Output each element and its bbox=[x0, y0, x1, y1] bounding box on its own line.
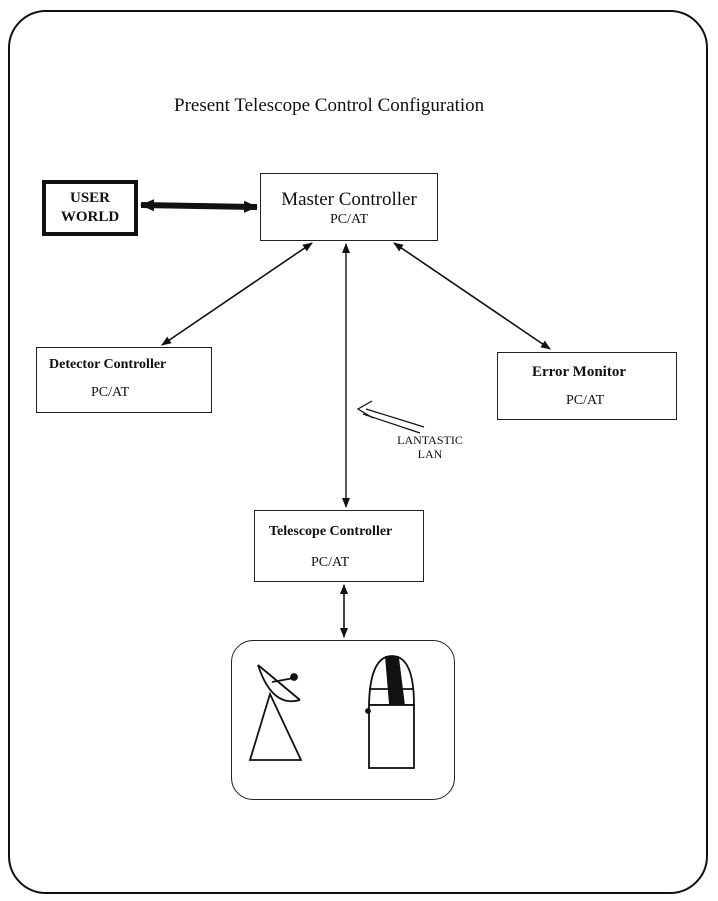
observatory-dome-icon bbox=[365, 655, 415, 769]
lan-label-line2: LAN bbox=[417, 447, 443, 461]
detector-controller-name: Detector Controller bbox=[49, 357, 167, 372]
master-controller-box: Master Controller PC/AT bbox=[260, 173, 438, 241]
master-controller-platform: PC/AT bbox=[329, 212, 369, 227]
telescope-equipment-panel bbox=[231, 640, 455, 800]
telescope-controller-name: Telescope Controller bbox=[269, 524, 393, 539]
master-error-link bbox=[393, 242, 551, 350]
detector-controller-platform: PC/AT bbox=[91, 385, 130, 400]
radio-dish-icon bbox=[248, 664, 303, 761]
error-monitor-platform: PC/AT bbox=[566, 393, 605, 408]
detector-controller-box: Detector Controller PC/AT bbox=[36, 347, 212, 413]
master-detector-link bbox=[161, 242, 313, 346]
diagram-frame bbox=[8, 10, 708, 894]
user-world-box: USER WORLD bbox=[42, 180, 138, 236]
lan-label-line1: LANTASTIC bbox=[397, 433, 463, 447]
lan-label: LANTASTIC LAN bbox=[392, 433, 468, 461]
diagram-title: Present Telescope Control Configuration bbox=[174, 95, 485, 116]
error-monitor-box: Error Monitor PC/AT bbox=[497, 352, 677, 420]
master-controller-name: Master Controller bbox=[281, 189, 417, 210]
lan-pointer-arrow bbox=[356, 400, 425, 434]
telescope-controller-platform: PC/AT bbox=[311, 555, 350, 570]
error-monitor-name: Error Monitor bbox=[532, 364, 627, 380]
user-master-link bbox=[140, 199, 258, 213]
telescope-controller-box: Telescope Controller PC/AT bbox=[254, 510, 424, 582]
user-world-line2: WORLD bbox=[60, 209, 120, 225]
user-world-line1: USER bbox=[69, 190, 110, 206]
